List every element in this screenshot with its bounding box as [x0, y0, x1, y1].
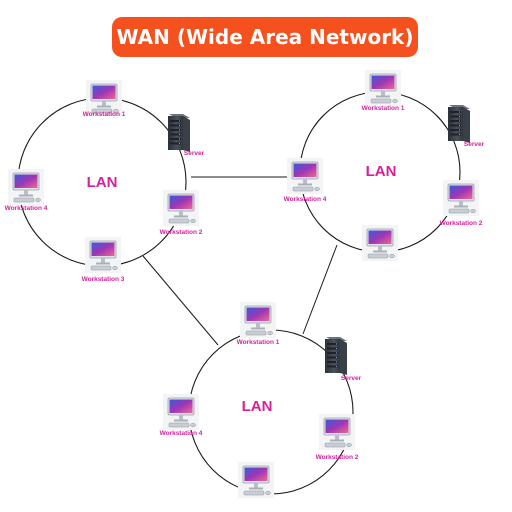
- workstation-icon: [85, 237, 121, 273]
- workstation-label: Workstation 2: [160, 229, 203, 236]
- workstation-icon: [240, 302, 276, 338]
- server-icon: [325, 337, 347, 375]
- lan-rings: [17, 91, 461, 495]
- workstation-icon: [319, 414, 355, 450]
- wan-link-lan-right-lan-bottom: [302, 244, 338, 335]
- wan-links: [142, 176, 338, 346]
- workstation-icon: [362, 225, 398, 261]
- workstation-label: Workstation 3: [82, 276, 125, 283]
- workstation-icon: [86, 80, 122, 116]
- lan-right-label: LAN: [366, 163, 397, 180]
- workstation-icon: [238, 462, 274, 498]
- wan-link-lan-left-lan-bottom: [142, 255, 219, 346]
- workstation-label: Workstation 1: [83, 111, 126, 118]
- title-banner: WAN (Wide Area Network): [112, 17, 418, 57]
- workstation-icon: [365, 70, 401, 106]
- server-icon: [168, 114, 190, 152]
- workstation-icon: [287, 158, 323, 194]
- server-icon: [448, 105, 470, 143]
- lan-left-label: LAN: [87, 174, 118, 191]
- lan-bottom-label: LAN: [242, 398, 273, 415]
- workstation-label: Workstation 4: [284, 196, 327, 203]
- workstation-label: Workstation 1: [362, 105, 405, 112]
- workstation-label: Workstation 2: [316, 454, 359, 461]
- workstation-icon: [443, 180, 479, 216]
- workstation-icon: [163, 190, 199, 226]
- workstation-label: Workstation 4: [5, 205, 48, 212]
- workstation-icon: [163, 394, 199, 430]
- server-label: Server: [341, 375, 362, 382]
- page-title: WAN (Wide Area Network): [116, 25, 414, 49]
- workstation-label: Workstation 2: [440, 220, 483, 227]
- workstation-label: Workstation 1: [237, 339, 280, 346]
- workstation-icon: [8, 169, 44, 205]
- server-label: Server: [184, 150, 205, 157]
- server-label: Server: [464, 141, 485, 148]
- workstation-label: Workstation 4: [160, 430, 203, 437]
